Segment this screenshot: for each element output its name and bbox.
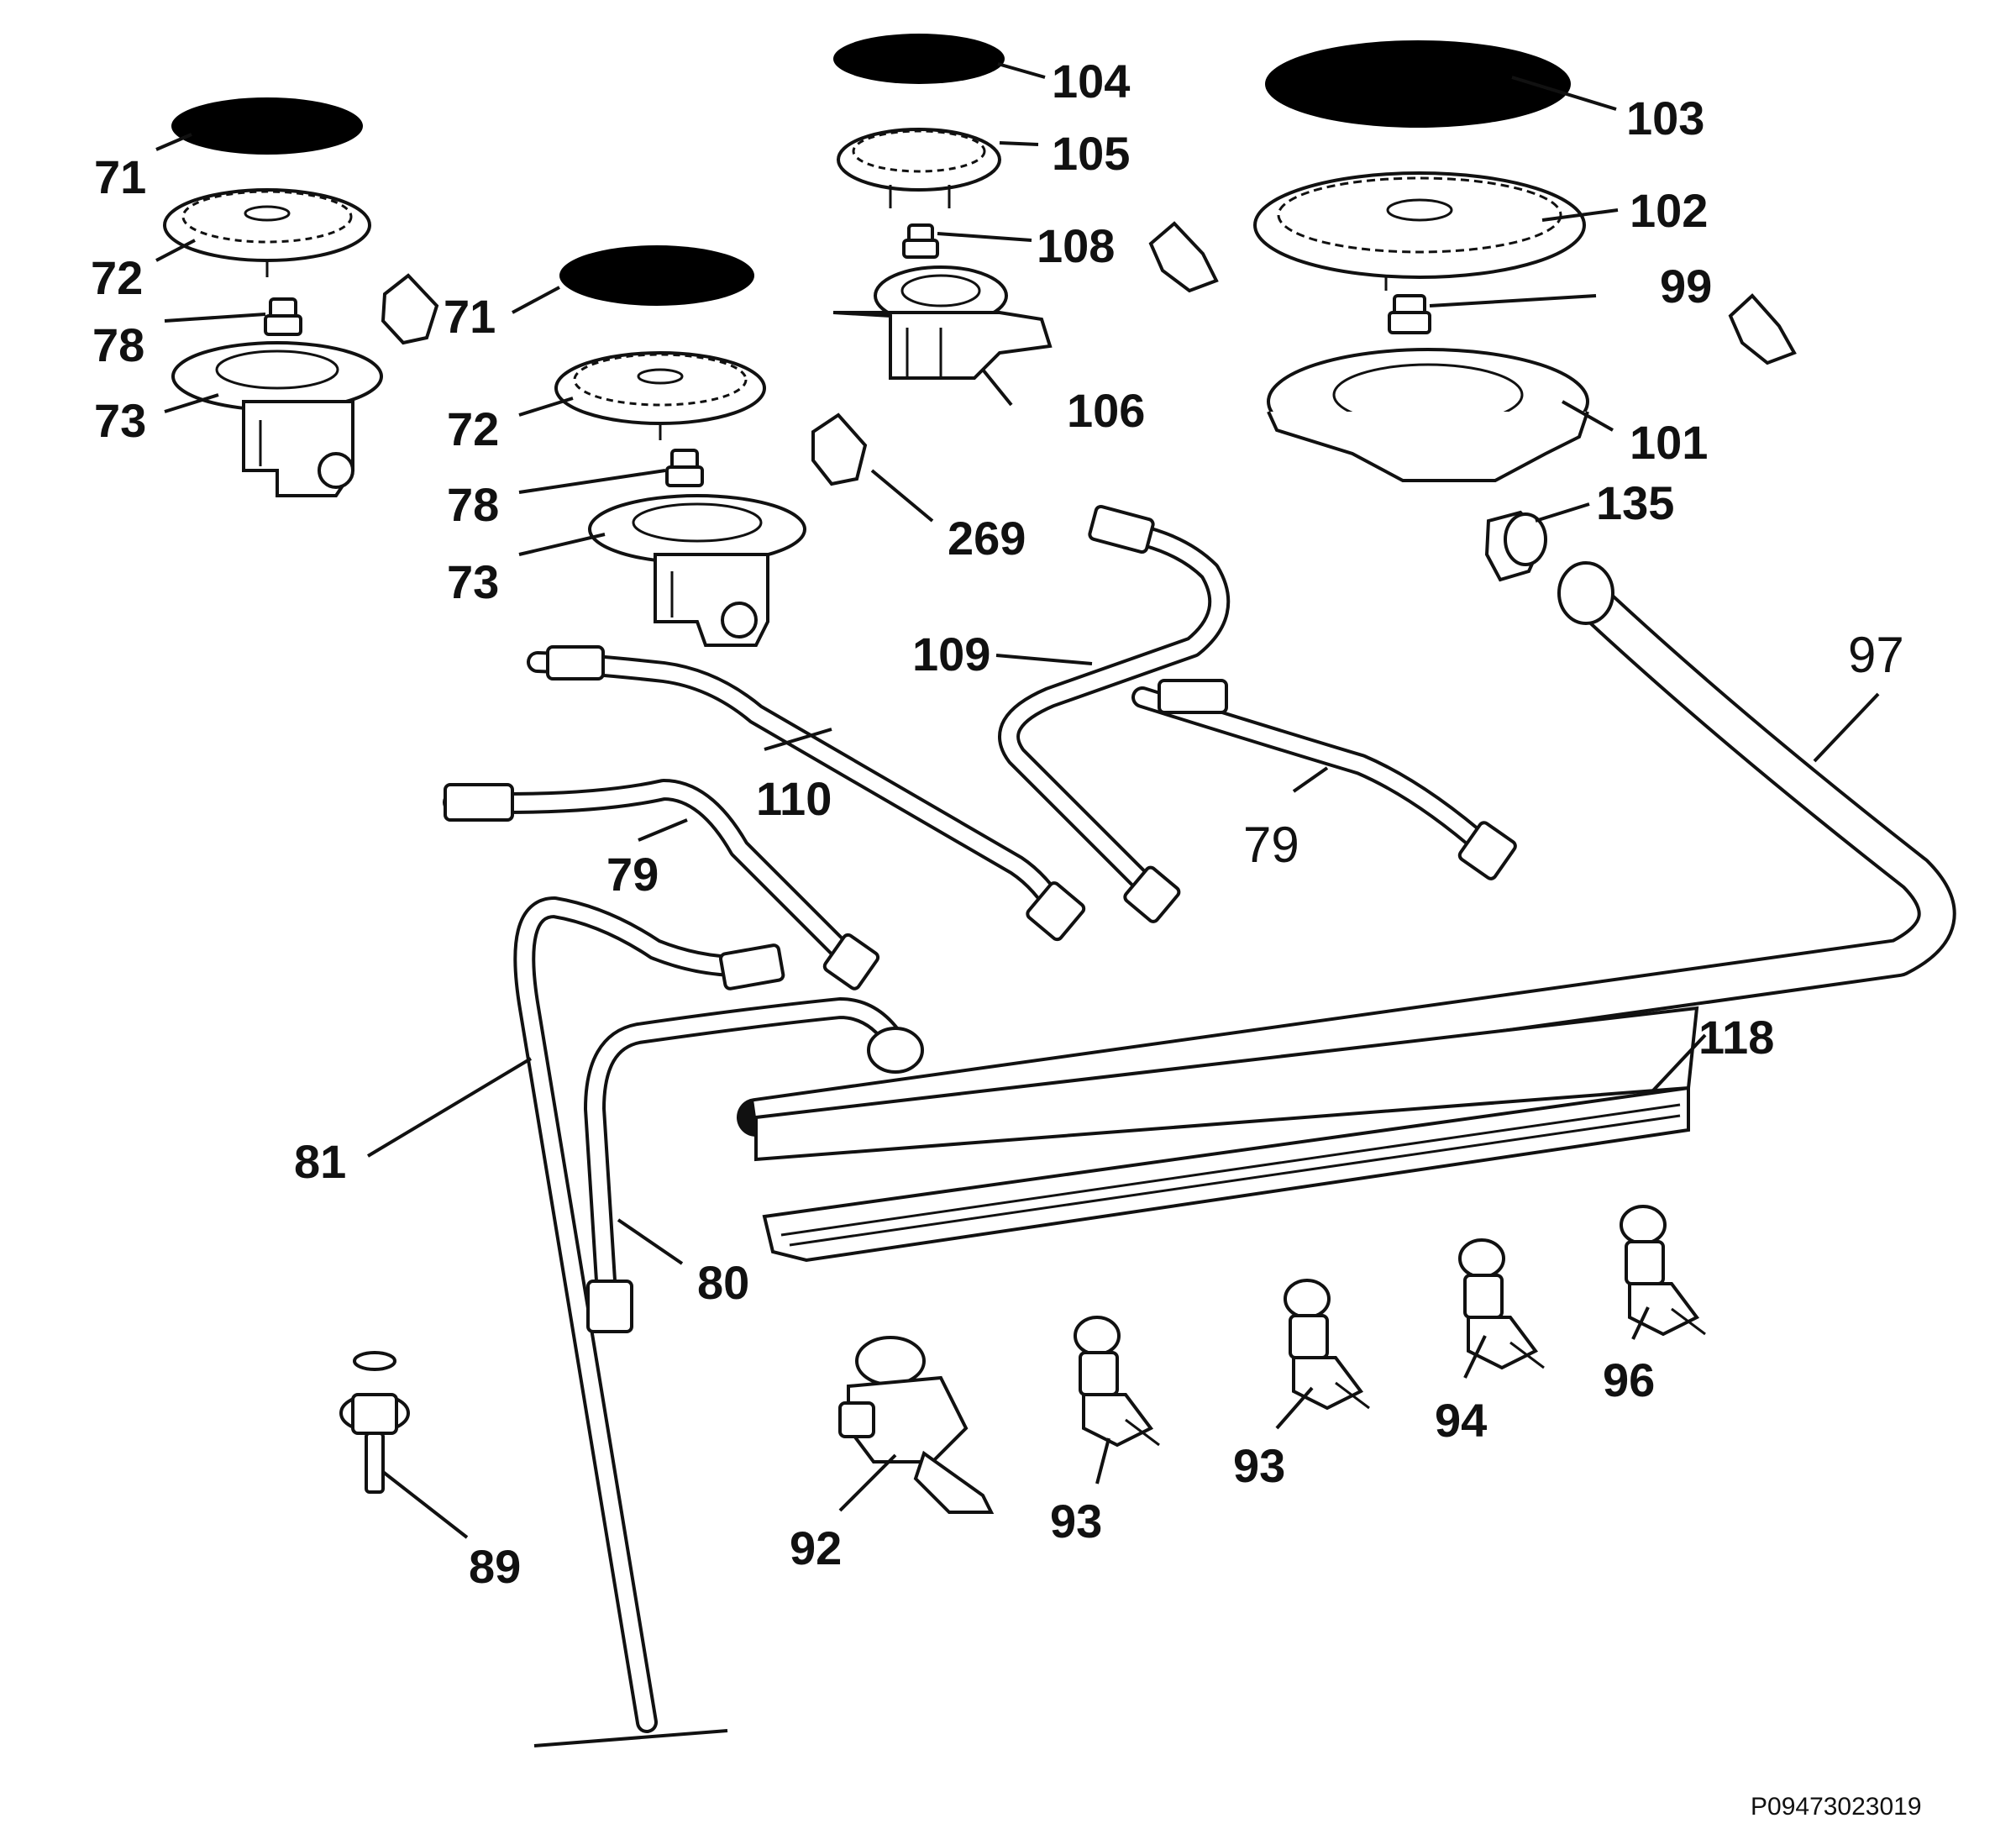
injector-78-left[interactable] [264,297,302,336]
label-73-left: 73 [94,394,146,447]
label-99: 99 [1660,260,1712,313]
gas-valve-93-right[interactable] [1284,1279,1370,1411]
electrode-clip-top[interactable] [1148,221,1219,293]
label-71-middle: 71 [444,290,496,343]
label-102: 102 [1630,184,1708,237]
burner-body-73-middle[interactable] [588,494,806,647]
gas-pipe-80[interactable] [584,997,924,1333]
label-80: 80 [697,1256,749,1309]
label-103: 103 [1626,92,1704,145]
manifold-tube-97[interactable] [737,561,1956,1137]
gas-pipe-79-right[interactable] [1131,679,1517,880]
label-118: 118 [1698,1011,1774,1064]
label-71-left: 71 [94,150,146,203]
gas-pipe-79-left[interactable] [443,779,880,991]
label-106: 106 [1067,384,1145,437]
label-72-left: 72 [91,251,143,304]
label-110: 110 [756,772,832,825]
label-109: 109 [912,628,990,681]
label-73-middle: 73 [447,555,499,608]
burner-crown-105[interactable] [837,128,1001,208]
label-93-right: 93 [1233,1439,1285,1492]
injector-78-middle[interactable] [665,449,704,487]
burner-crown-102[interactable] [1253,171,1586,291]
label-72-middle: 72 [447,402,499,455]
burner-cap-71-middle[interactable] [559,245,754,306]
connector-135[interactable] [1484,510,1547,582]
label-97: 97 [1848,627,1904,683]
burner-cap-104[interactable] [833,34,1005,84]
label-108: 108 [1037,219,1115,272]
label-135: 135 [1596,476,1674,529]
label-104: 104 [1052,55,1130,108]
gas-valve-92[interactable] [838,1336,995,1514]
label-92: 92 [790,1521,842,1574]
burner-crown-72-middle[interactable] [554,351,766,440]
gas-valve-93-left[interactable] [1074,1316,1160,1448]
label-96: 96 [1603,1353,1655,1406]
gas-pipe-81[interactable] [513,896,785,1747]
document-id: P09473023019 [1751,1793,1922,1821]
electrode-clip-left[interactable] [381,273,439,345]
plug-89[interactable] [339,1351,410,1494]
label-81: 81 [294,1135,346,1188]
label-78-left: 78 [92,318,144,371]
burner-body-101[interactable] [1267,348,1589,482]
leader-lines [155,62,1880,1539]
valve-rail-118[interactable] [754,1006,1699,1263]
injector-99[interactable] [1388,294,1431,334]
gas-valve-96[interactable] [1620,1205,1706,1337]
gas-pipe-109[interactable] [998,504,1231,924]
label-78-middle: 78 [447,478,499,531]
burner-cap-103[interactable] [1265,40,1571,128]
label-89: 89 [469,1540,521,1593]
label-79-left: 79 [606,848,659,901]
gas-pipe-110[interactable] [527,645,1086,942]
burner-body-73-left[interactable] [171,341,383,497]
label-79-right: 79 [1243,817,1299,873]
label-105: 105 [1052,127,1130,180]
burner-body-106[interactable] [832,265,1053,380]
gas-valve-94[interactable] [1458,1238,1545,1370]
burner-crown-72-left[interactable] [163,188,371,277]
label-93-left: 93 [1050,1495,1102,1548]
electrode-clip-right[interactable] [1728,293,1797,365]
electrode-clip-269[interactable] [811,413,868,486]
label-101: 101 [1630,416,1708,469]
burner-cap-71-left[interactable] [171,97,363,155]
injector-108[interactable] [902,223,939,259]
label-94: 94 [1435,1394,1487,1447]
label-269: 269 [948,512,1026,565]
